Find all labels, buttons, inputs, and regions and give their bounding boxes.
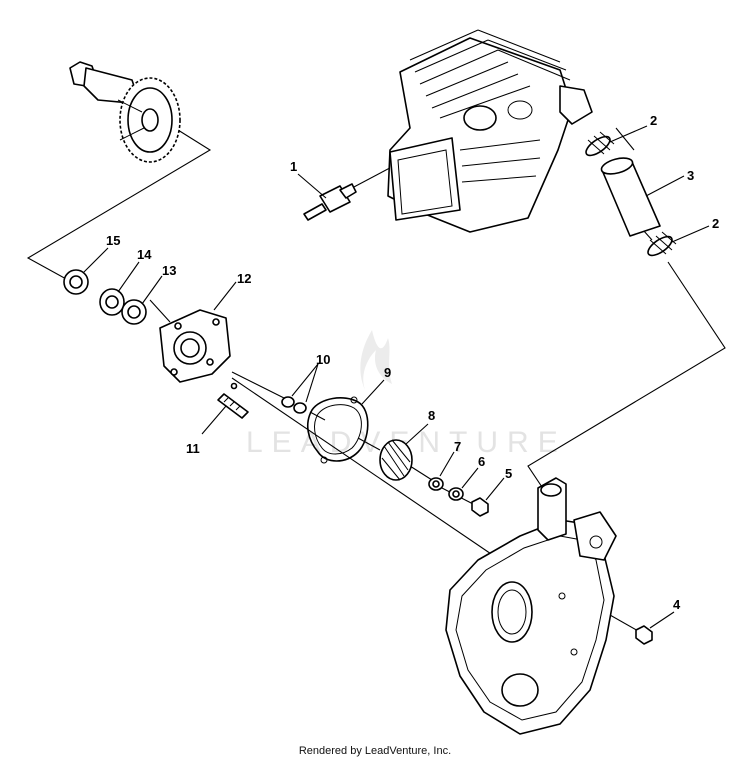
callout-7: 7 [454, 439, 461, 454]
callout-leaders [83, 125, 710, 629]
pump-gasket [306, 396, 369, 464]
bearing-14 [99, 288, 125, 316]
cylinder-head [387, 29, 593, 233]
callout-6: 6 [478, 454, 485, 469]
callout-11: 11 [186, 441, 200, 456]
crankcase-cover [445, 477, 617, 735]
impeller [379, 439, 413, 481]
callout-2-lower: 2 [712, 216, 719, 231]
callout-1: 1 [290, 159, 297, 174]
bearing-13 [121, 299, 147, 325]
callout-3: 3 [687, 168, 694, 183]
callout-4: 4 [673, 597, 681, 612]
impeller-nut [471, 497, 489, 517]
water-pump-housing [159, 309, 238, 390]
callout-10: 10 [316, 352, 330, 367]
washer [428, 477, 444, 491]
camshaft-gear-assembly [69, 61, 181, 163]
callout-2-upper: 2 [650, 113, 657, 128]
seal [448, 487, 464, 501]
callout-14: 14 [137, 247, 152, 262]
drain-bolt [635, 625, 653, 645]
bearing-15 [63, 269, 89, 295]
callout-numbers: 1 2 3 2 4 5 6 7 8 9 10 11 12 13 14 15 [106, 113, 719, 612]
callout-12: 12 [237, 271, 251, 286]
callout-8: 8 [428, 408, 435, 423]
callout-9: 9 [384, 365, 391, 380]
coolant-hose [600, 157, 661, 237]
hose-clamp-upper [585, 131, 615, 157]
hose-clamp-lower [647, 231, 677, 257]
callout-13: 13 [162, 263, 176, 278]
callout-15: 15 [106, 233, 120, 248]
callout-5: 5 [505, 466, 512, 481]
temperature-sensor [303, 183, 357, 221]
footer-credit: Rendered by LeadVenture, Inc. [298, 745, 452, 757]
leadventure-watermark: LEADVENTURE [246, 330, 558, 459]
stud-bolt [217, 393, 249, 419]
o-rings [281, 396, 307, 414]
